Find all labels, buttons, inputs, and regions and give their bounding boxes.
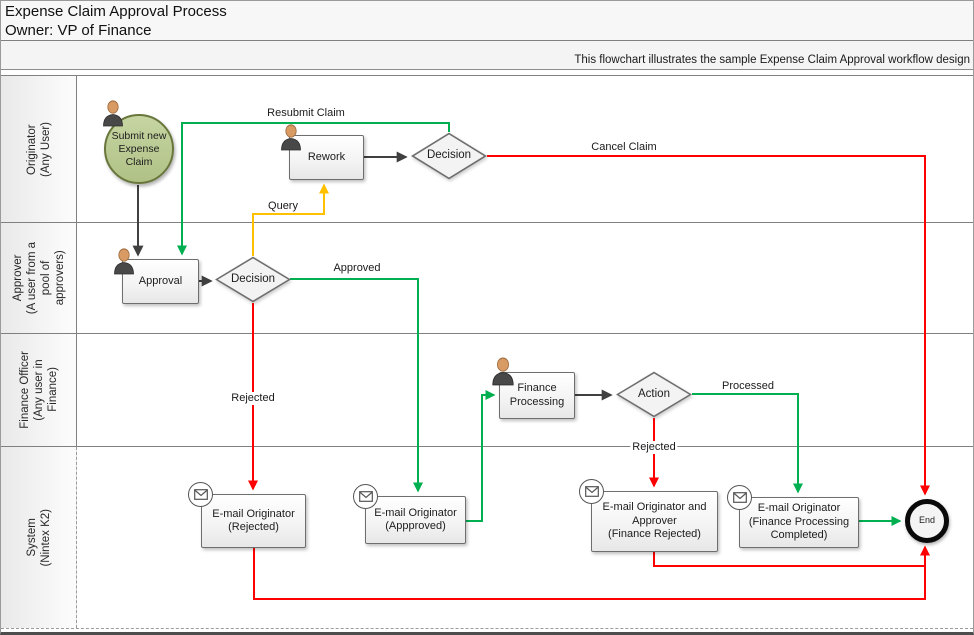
node-finance-processing: Finance Processing — [499, 372, 575, 419]
lane-label-cell: Originator (Any User) — [1, 76, 77, 222]
node-label: Decision — [426, 149, 472, 162]
envelope-icon — [727, 485, 752, 510]
node-label: Finance Processing — [509, 382, 565, 408]
edge-label-query: Query — [268, 200, 298, 212]
envelope-icon — [579, 479, 604, 504]
node-label: Decision — [230, 272, 276, 285]
lane-finance-officer: Finance Officer (Any user in Finance) — [1, 334, 973, 447]
lane-label-cell: Finance Officer (Any user in Finance) — [1, 334, 77, 446]
edge-label-rejected-finance: Rejected — [630, 441, 678, 454]
lane-label-finance-officer: Finance Officer (Any user in Finance) — [18, 351, 59, 429]
person-icon — [490, 356, 516, 386]
node-email-approved: E-mail Originator (Appproved) — [365, 496, 466, 544]
edge-label-rejected-approver: Rejected — [229, 392, 277, 405]
lane-label-approver: Approver (A user from a pool of approver… — [11, 241, 66, 315]
title-block: Expense Claim Approval Process Owner: VP… — [1, 1, 973, 41]
lane-label-cell: System (Nintex K2) — [1, 447, 77, 628]
lane-label-originator: Originator (Any User) — [25, 121, 52, 177]
page-title: Expense Claim Approval Process — [5, 3, 227, 20]
node-start-submit-claim: Submit new Expense Claim — [104, 114, 174, 184]
lane-label-system: System (Nintex K2) — [25, 508, 52, 567]
node-rework: Rework — [289, 135, 364, 180]
envelope-icon — [353, 484, 378, 509]
subtitle-row: This flowchart illustrates the sample Ex… — [1, 41, 973, 70]
person-icon — [101, 99, 125, 127]
node-email-finance-rejected: E-mail Originator and Approver (Finance … — [591, 491, 718, 552]
edge-label-cancel-claim: Cancel Claim — [591, 141, 657, 153]
node-label: End — [918, 515, 935, 526]
node-label: E-mail Originator (Finance Processing Co… — [748, 502, 850, 542]
diamond-shape — [215, 256, 291, 303]
page-owner: Owner: VP of Finance — [5, 22, 152, 39]
person-icon — [112, 247, 136, 275]
edge-label-processed: Processed — [722, 380, 774, 392]
node-label: Approval — [138, 274, 183, 287]
lane-label-cell: Approver (A user from a pool of approver… — [1, 223, 77, 333]
edge-label-resubmit-claim: Resubmit Claim — [267, 107, 345, 119]
node-approval-decision: Decision — [215, 256, 291, 303]
node-end: End — [905, 499, 949, 543]
node-label: E-mail Originator and Approver (Finance … — [602, 501, 707, 541]
envelope-icon — [188, 482, 213, 507]
node-rework-decision: Decision — [411, 132, 487, 180]
node-email-finance-completed: E-mail Originator (Finance Processing Co… — [739, 497, 859, 548]
subtitle-text: This flowchart illustrates the sample Ex… — [574, 54, 970, 66]
person-icon — [279, 123, 303, 151]
node-label: Action — [638, 387, 670, 400]
node-label: E-mail Originator (Rejected) — [212, 507, 295, 534]
node-email-rejected: E-mail Originator (Rejected) — [201, 494, 306, 548]
node-action-decision: Action — [616, 371, 692, 418]
diamond-shape — [411, 132, 487, 180]
node-label: E-mail Originator (Appproved) — [374, 506, 457, 533]
diamond-shape — [616, 371, 692, 418]
node-approval: Approval — [122, 259, 199, 304]
node-label: Rework — [307, 150, 346, 163]
node-label: Submit new Expense Claim — [111, 129, 167, 168]
edge-label-approved: Approved — [333, 262, 381, 274]
